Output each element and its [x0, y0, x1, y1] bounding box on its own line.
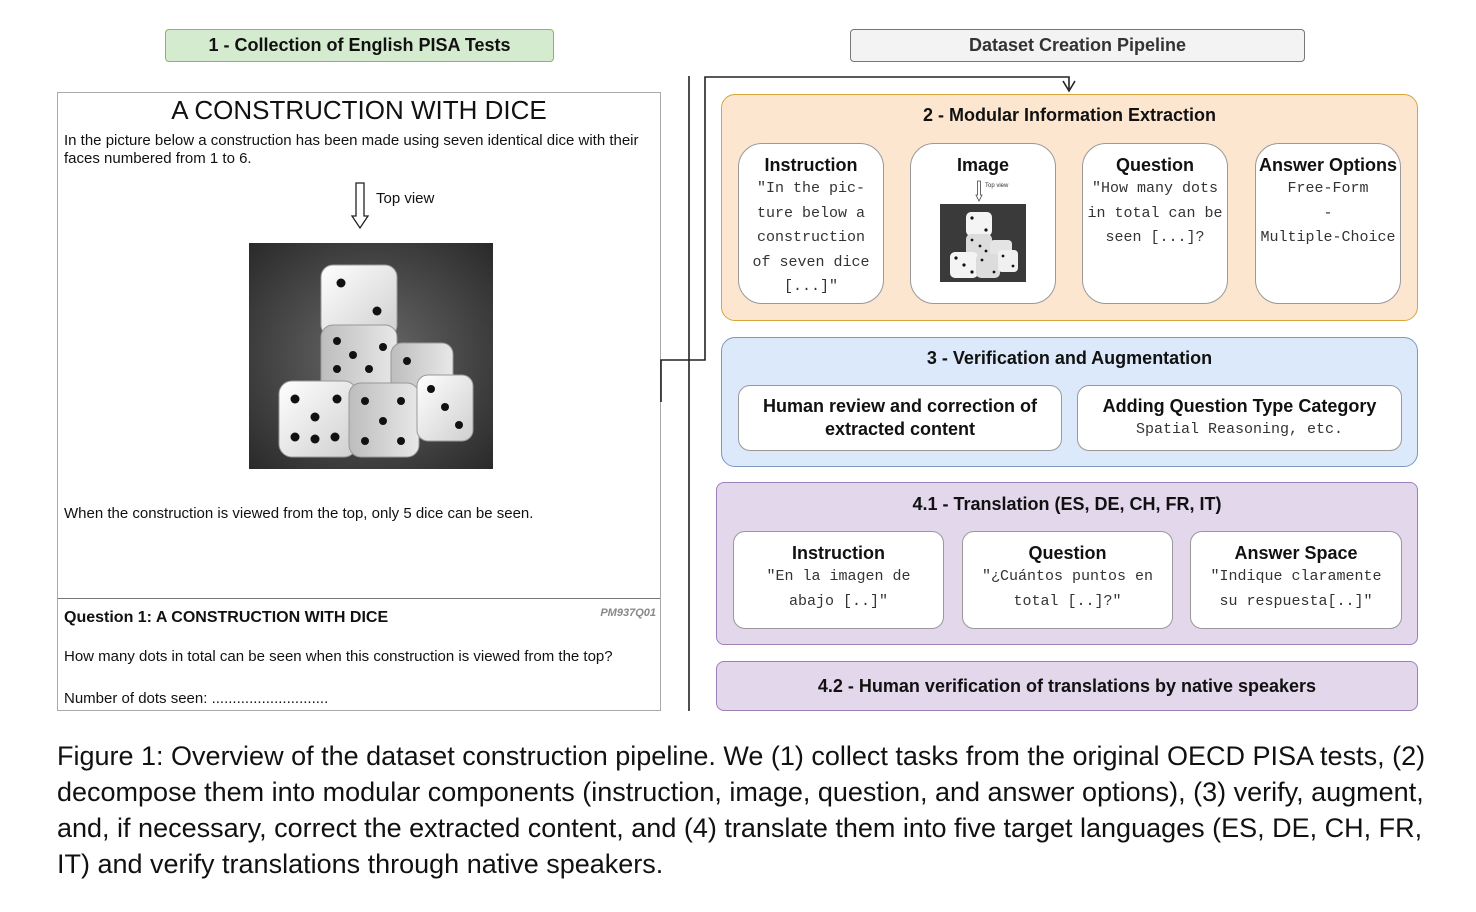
stage-title: 2 - Modular Information Extraction [922, 105, 1217, 125]
dice-construction-photo [249, 243, 493, 469]
card-title: Instruction [764, 155, 858, 175]
pisa-test-page: A CONSTRUCTION WITH DICE In the picture … [57, 92, 661, 711]
card-answer-options: Answer Options Free-Form - Multiple-Choi… [1255, 143, 1401, 304]
mini-top-view-label: Top view [985, 183, 1009, 189]
stage-modular-extraction: 2 - Modular Information Extraction Instr… [721, 94, 1418, 321]
card-image: Image Top view [910, 143, 1056, 304]
card-title: Question [1028, 543, 1107, 563]
card-body: Spatial Reasoning, etc. [1135, 421, 1344, 438]
pisa-page-title: A CONSTRUCTION WITH DICE [171, 95, 547, 125]
card-title: Image [956, 155, 1010, 175]
card-body: "¿Cuántos puntos en total [..]?" [981, 568, 1154, 610]
answer-option-multiple-choice: Multiple-Choice [1260, 229, 1396, 246]
stage-verification-augmentation: 3 - Verification and Augmentation Human … [721, 337, 1418, 467]
figure-caption: Figure 1: Overview of the dataset constr… [57, 741, 1426, 879]
card-title: Adding Question Type Category [1102, 396, 1377, 416]
card-instruction: Instruction "In the pic-ture below a con… [738, 143, 884, 304]
card-title: Human review and correction of extracted… [762, 396, 1038, 439]
answer-line: Number of dots seen: ...................… [64, 690, 329, 707]
card-answer-space-translation: Answer Space "Indique claramente su resp… [1190, 531, 1402, 629]
stage-title: 4.1 - Translation (ES, DE, CH, FR, IT) [912, 494, 1222, 514]
question-code: PM937Q01 [600, 607, 656, 619]
down-arrow-icon [975, 180, 983, 202]
card-title: Answer Options [1258, 155, 1397, 175]
dice-thumbnail [940, 204, 1026, 282]
card-question: Question "How many dots in total can be … [1082, 143, 1228, 304]
card-question-translation: Question "¿Cuántos puntos en total [..]?… [962, 531, 1173, 629]
pipeline-tag: Dataset Creation Pipeline [850, 29, 1305, 62]
card-human-review: Human review and correction of extracted… [738, 385, 1062, 451]
down-arrow-icon [350, 182, 370, 230]
divider [58, 598, 660, 599]
card-title: Answer Space [1234, 543, 1358, 563]
stage-title: 3 - Verification and Augmentation [926, 348, 1213, 368]
pisa-intro-text: In the picture below a construction has … [64, 132, 639, 167]
collection-stage-tag: 1 - Collection of English PISA Tests [165, 29, 554, 62]
card-instruction-translation: Instruction "En la imagen de abajo [..]" [733, 531, 944, 629]
answer-option-free-form: Free-Form [1287, 180, 1369, 197]
answer-option-separator: - [1323, 204, 1333, 222]
stage-human-verification: 4.2 - Human verification of translations… [716, 661, 1418, 711]
top-view-label: Top view [376, 190, 435, 207]
question-title: Question 1: A CONSTRUCTION WITH DICE [64, 609, 389, 626]
stage-title: 4.2 - Human verification of translations… [817, 675, 1317, 696]
card-body: "Indique claramente su respuesta[..]" [1210, 568, 1382, 610]
pisa-note-text: When the construction is viewed from the… [64, 505, 534, 522]
card-title: Question [1115, 155, 1194, 175]
card-question-type-category: Adding Question Type Category Spatial Re… [1077, 385, 1402, 451]
card-body: "En la imagen de abajo [..]" [766, 568, 911, 610]
card-title: Instruction [792, 543, 885, 563]
question-text: How many dots in total can be seen when … [64, 648, 613, 665]
stage-translation: 4.1 - Translation (ES, DE, CH, FR, IT) I… [716, 482, 1418, 645]
card-body: "In the pic-ture below a construction of… [752, 180, 870, 295]
card-body: "How many dots in total can be seen [...… [1087, 180, 1223, 246]
